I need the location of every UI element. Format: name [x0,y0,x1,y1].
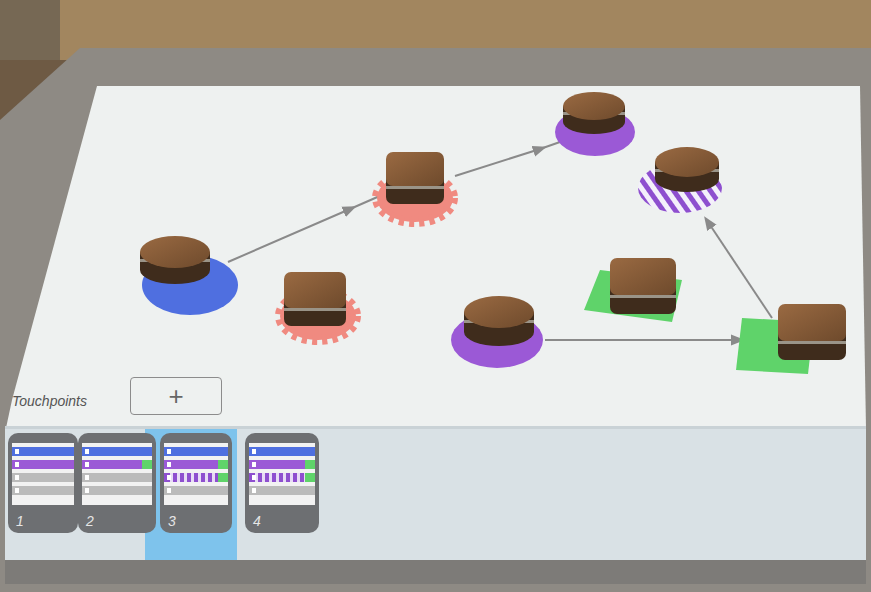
thumbnail-number: 4 [253,513,261,529]
button-label: + [168,383,183,409]
thumbnail-number: 2 [86,513,94,529]
touchpoint-thumbnail: 2 [78,433,156,533]
add-button: + [130,377,222,415]
thumbnail-number: 3 [168,513,176,529]
touchpoint-thumbnail: 1 [8,433,78,533]
thumbnail-number: 1 [16,513,24,529]
touchpoint-thumbnail: 3 [160,433,232,533]
panel-heading: Touchpoints [12,393,87,409]
touchpoint-thumbnail: 4 [245,433,319,533]
